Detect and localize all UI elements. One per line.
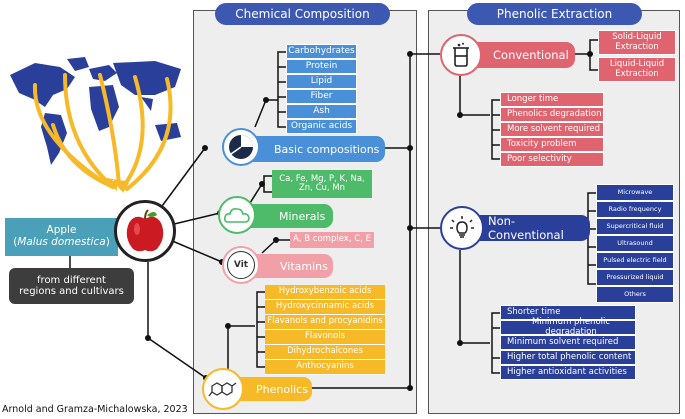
pros-item: Higher antioxidant activities <box>500 365 636 380</box>
basic-compositions-label: Basic compositions <box>274 142 380 156</box>
phenolics-label: Phenolics <box>256 382 308 396</box>
vitamin-icon: Vit <box>222 246 260 284</box>
vitamin-icon-text: Vit <box>227 251 255 279</box>
apple-latin: (Malus domestica) <box>13 236 110 248</box>
basic-item: Protein <box>286 59 357 74</box>
apple-icon <box>114 200 176 262</box>
phenolic-extraction-title: Phenolic Extraction <box>467 3 642 25</box>
world-map-icon <box>10 57 181 193</box>
minerals-line: Zn, Cu, Mn <box>298 183 346 193</box>
apple-label: Apple <box>46 224 77 237</box>
phenolic-item: Hydroxycinnamic acids <box>265 300 385 315</box>
method-item: Ultrasound <box>596 235 674 252</box>
phenolic-item: Flavanols and procyanidins <box>265 315 385 330</box>
cons-item: More solvent required <box>500 122 604 137</box>
basic-compositions-pill: Basic compositions <box>240 136 385 162</box>
phenolic-item: Anthocyanins <box>265 360 385 375</box>
lightbulb-icon <box>440 206 484 250</box>
cons-item: Toxicity problem <box>500 137 604 152</box>
basic-compositions-list: Carbohydrates Protein Lipid Fiber Ash Or… <box>286 44 357 134</box>
minerals-label: Minerals <box>279 209 326 223</box>
vitamins-list: A, B complex, C, E <box>290 232 374 248</box>
vitamins-label: Vitamins <box>280 259 328 273</box>
basic-item: Lipid <box>286 74 357 89</box>
pie-chart-icon <box>222 128 260 166</box>
method-line: Extraction <box>615 68 659 79</box>
phenolics-list: Hydroxybenzoic acids Hydroxycinnamic aci… <box>265 285 385 375</box>
cons-item: Phenolics degradation <box>500 107 604 122</box>
conventional-cons-list: Longer time Phenolics degradation More s… <box>500 92 604 167</box>
conventional-method: Liquid-Liquid Extraction <box>598 57 676 82</box>
method-line: Liquid-Liquid <box>609 59 665 70</box>
phenolic-item: Dihydrochalcones <box>265 345 385 360</box>
apple-origin-line: from different <box>37 275 106 286</box>
conventional-label: Conventional <box>493 48 569 62</box>
cons-item: Longer time <box>500 92 604 107</box>
phenolic-item: Flavonols <box>265 330 385 345</box>
pros-item: Higher total phenolic content <box>500 350 636 365</box>
molecule-icon <box>202 368 244 410</box>
method-line: Extraction <box>615 41 659 52</box>
nonconventional-pros-list: Shorter time Minimum phenolic degradatio… <box>500 305 636 380</box>
method-item: Pulsed electric field <box>596 252 674 269</box>
beaker-icon <box>440 34 482 76</box>
method-item: Pressurized liquid <box>596 269 674 286</box>
method-item: Others <box>596 286 674 303</box>
minerals-list: Ca, Fe, Mg, P, K, Na, Zn, Cu, Mn <box>272 170 372 198</box>
apple-latin-name: Malus domestica <box>17 236 106 248</box>
pros-item: Shorter time <box>500 305 636 320</box>
conventional-method: Solid-Liquid Extraction <box>598 30 676 55</box>
pros-item: Minimum phenolic degradation <box>500 317 636 336</box>
pros-item: Minimum solvent required <box>500 335 636 350</box>
apple-origin-box: from different regions and cultivars <box>9 268 134 304</box>
method-item: Microwave <box>596 184 674 201</box>
cloud-icon <box>218 196 256 234</box>
apple-label-box: Apple (Malus domestica) <box>5 218 118 256</box>
basic-item: Ash <box>286 104 357 119</box>
basic-item: Fiber <box>286 89 357 104</box>
basic-item: Carbohydrates <box>286 44 357 59</box>
nonconventional-methods-list: Microwave Radio frequency Supercritical … <box>596 184 674 303</box>
basic-item: Organic acids <box>286 119 357 134</box>
phenolic-item: Hydroxybenzoic acids <box>265 285 385 300</box>
method-line: Solid-Liquid <box>612 32 662 43</box>
method-item: Radio frequency <box>596 201 674 218</box>
method-item: Supercritical fluid <box>596 218 674 235</box>
credit-text: Arnold and Gramza-Michalowska, 2023 <box>2 404 188 415</box>
minerals-line: Ca, Fe, Mg, P, K, Na, <box>279 173 365 184</box>
nonconventional-label: Non-Conventional <box>488 214 564 242</box>
apple-origin-line: regions and cultivars <box>19 286 124 297</box>
chemical-composition-title: Chemical Composition <box>215 3 390 25</box>
cons-item: Poor selectivity <box>500 152 604 167</box>
